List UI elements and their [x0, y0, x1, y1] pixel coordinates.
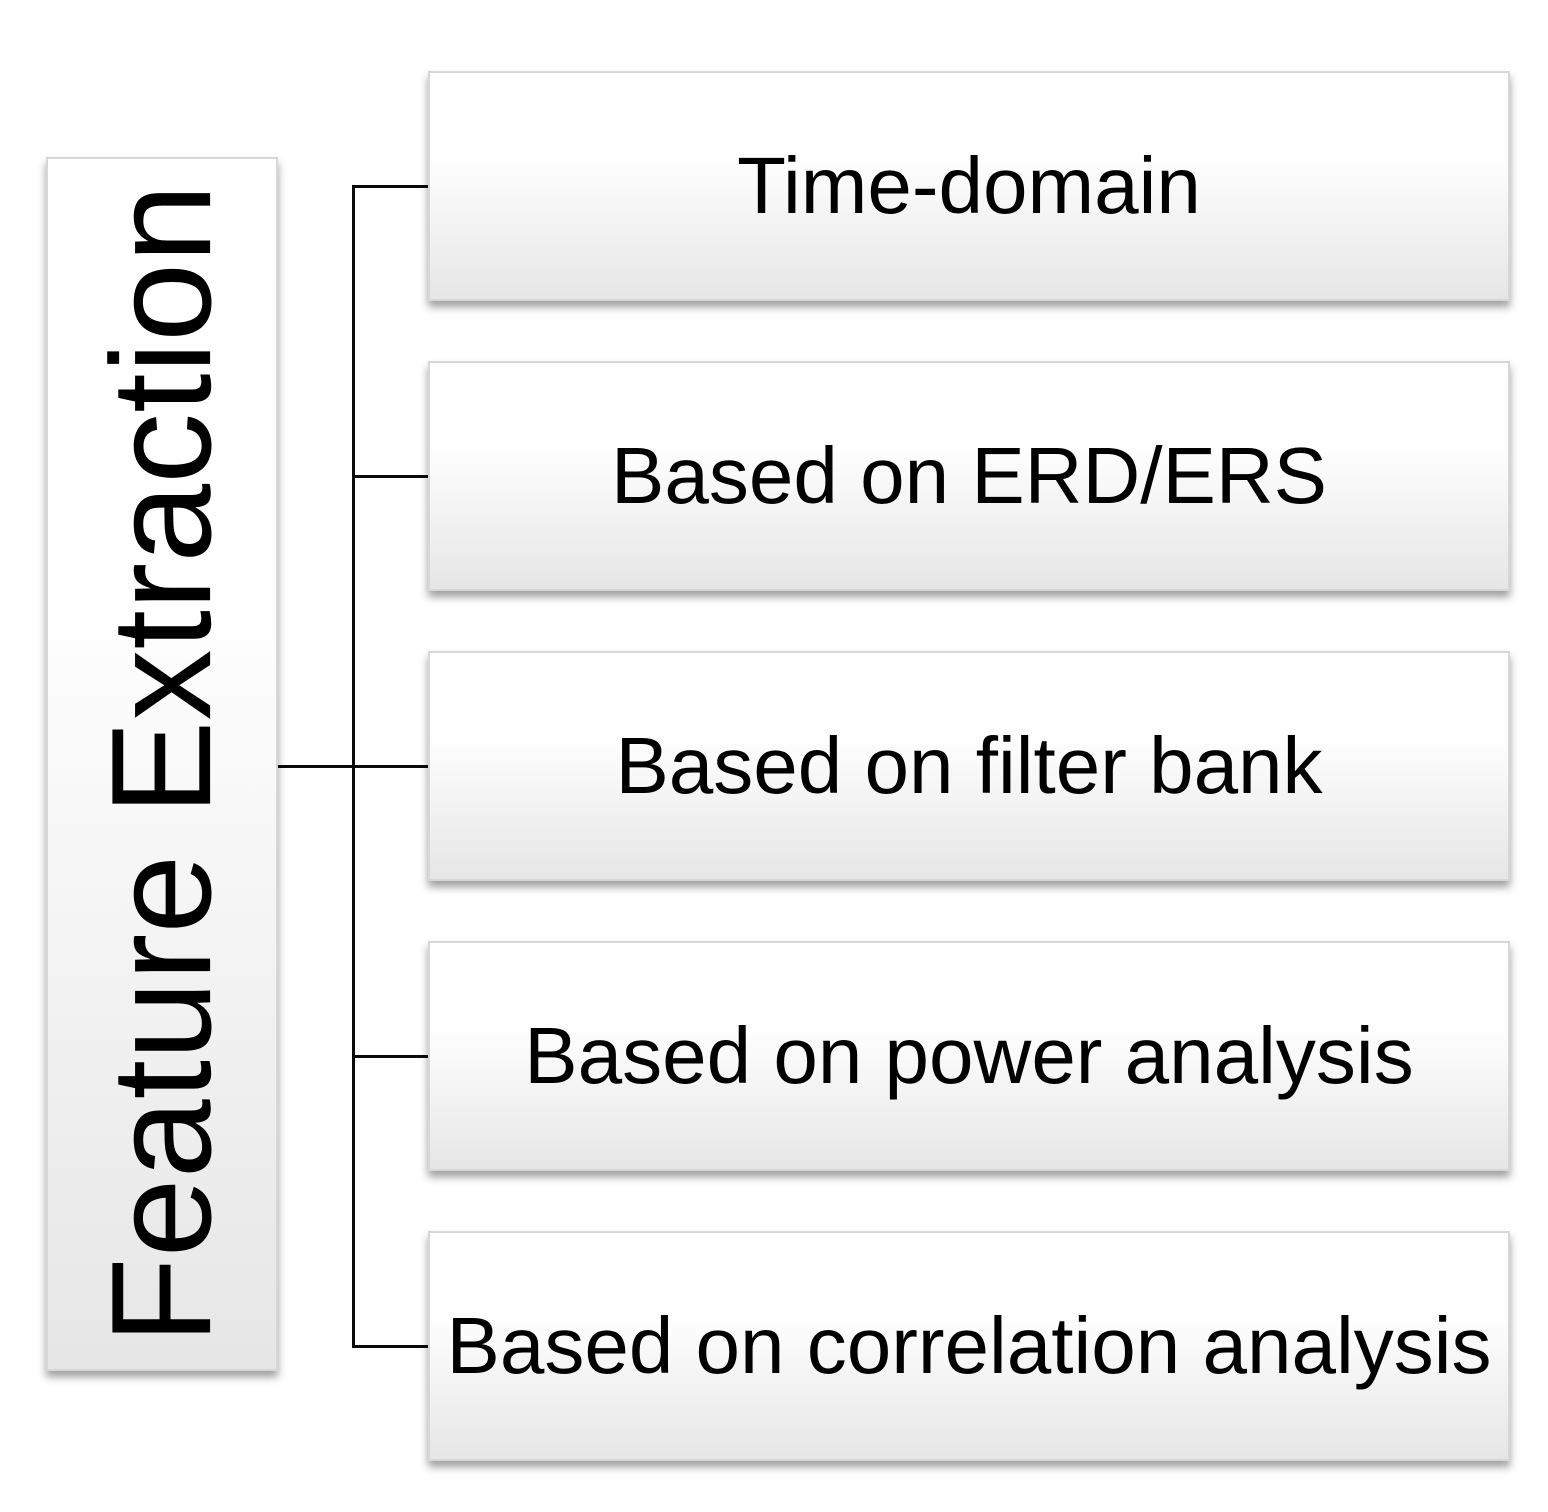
connector-branch-correlation-analysis [352, 1345, 430, 1348]
connector-branch-filter-bank [276, 765, 430, 768]
node-label-erd-ers: Based on ERD/ERS [611, 431, 1327, 520]
node-erd-ers: Based on ERD/ERS [428, 361, 1510, 591]
node-filter-bank: Based on filter bank [428, 651, 1510, 881]
node-power-analysis: Based on power analysis [428, 941, 1510, 1171]
node-correlation-analysis: Based on correlation analysis [428, 1231, 1510, 1461]
root-node-label: Feature Extraction [82, 183, 242, 1345]
connector-branch-erd-ers [352, 475, 430, 478]
node-label-correlation-analysis: Based on correlation analysis [446, 1301, 1492, 1390]
connector-branch-power-analysis [352, 1055, 430, 1058]
node-time-domain: Time-domain [428, 71, 1510, 301]
root-node-feature-extraction: Feature Extraction [46, 157, 278, 1371]
node-label-filter-bank: Based on filter bank [615, 721, 1323, 810]
node-label-time-domain: Time-domain [737, 141, 1201, 230]
connector-branch-time-domain [352, 185, 430, 188]
node-label-power-analysis: Based on power analysis [524, 1011, 1414, 1100]
